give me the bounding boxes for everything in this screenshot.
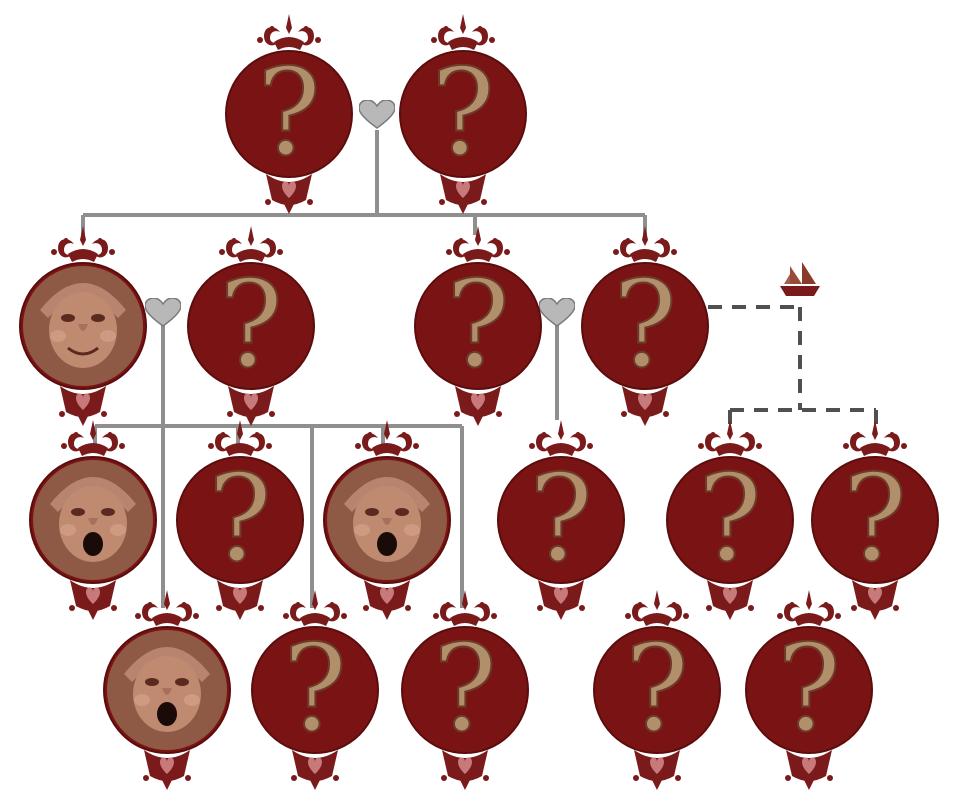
portrait-unknown-step-child-4[interactable]: ?	[744, 590, 874, 790]
medallion-frame: ?	[176, 420, 304, 620]
portrait-unknown-grandparent-right[interactable]: ?	[398, 14, 528, 214]
portrait-unknown-step-child-3[interactable]: ?	[592, 590, 722, 790]
medallion-frame: ?	[666, 420, 794, 620]
medallion-frame: ?	[811, 420, 939, 620]
medallion-frame: ?	[251, 590, 379, 790]
step-connectors	[708, 305, 878, 428]
medallion-frame: ?	[399, 14, 527, 214]
question-mark: ?	[433, 620, 497, 759]
portrait-unknown-step-child-2[interactable]: ?	[810, 420, 940, 620]
portrait-known-parent-lady[interactable]	[18, 226, 148, 426]
portrait-known-child-1[interactable]	[28, 420, 158, 620]
shouting-man-turban-face-icon	[107, 630, 227, 750]
question-mark: ?	[529, 450, 593, 589]
medallion-frame	[103, 590, 231, 790]
portrait-unknown-child-6[interactable]: ?	[250, 590, 380, 790]
portrait-unknown-parent-2[interactable]: ?	[413, 226, 543, 426]
question-mark: ?	[843, 450, 907, 589]
question-mark: ?	[257, 44, 321, 183]
shouting-man-face-icon	[33, 460, 153, 580]
question-mark: ?	[446, 256, 510, 395]
medallion-frame: ?	[581, 226, 709, 426]
medallion-frame: ?	[414, 226, 542, 426]
portrait-known-child-3[interactable]	[322, 420, 452, 620]
question-mark: ?	[431, 44, 495, 183]
medallion-frame	[323, 420, 451, 620]
question-mark: ?	[777, 620, 841, 759]
medallion-frame: ?	[497, 420, 625, 620]
portrait-unknown-child-4[interactable]: ?	[496, 420, 626, 620]
smiling-lady-face-icon	[23, 266, 143, 386]
marriage-connectors	[81, 130, 647, 608]
marriage-heart-icon[interactable]	[538, 297, 576, 328]
question-mark: ?	[208, 450, 272, 589]
question-mark: ?	[698, 450, 762, 589]
marriage-heart-icon[interactable]	[358, 99, 396, 130]
medallion-frame	[19, 226, 147, 426]
question-mark: ?	[219, 256, 283, 395]
medallion-frame	[29, 420, 157, 620]
portrait-unknown-child-7[interactable]: ?	[400, 590, 530, 790]
portrait-known-child-5[interactable]	[102, 590, 232, 790]
medallion-frame: ?	[187, 226, 315, 426]
ship-icon[interactable]	[776, 260, 824, 300]
medallion-frame: ?	[401, 590, 529, 790]
shouting-lady-face-icon	[327, 460, 447, 580]
medallion-frame: ?	[225, 14, 353, 214]
portrait-unknown-step-child-1[interactable]: ?	[665, 420, 795, 620]
marriage-heart-icon[interactable]	[144, 297, 182, 328]
question-mark: ?	[283, 620, 347, 759]
question-mark: ?	[613, 256, 677, 395]
portrait-unknown-spouse-2[interactable]: ?	[580, 226, 710, 426]
portrait-unknown-child-2[interactable]: ?	[175, 420, 305, 620]
medallion-frame: ?	[593, 590, 721, 790]
portrait-unknown-grandparent-left[interactable]: ?	[224, 14, 354, 214]
question-mark: ?	[625, 620, 689, 759]
portrait-unknown-spouse-1[interactable]: ?	[186, 226, 316, 426]
medallion-frame: ?	[745, 590, 873, 790]
